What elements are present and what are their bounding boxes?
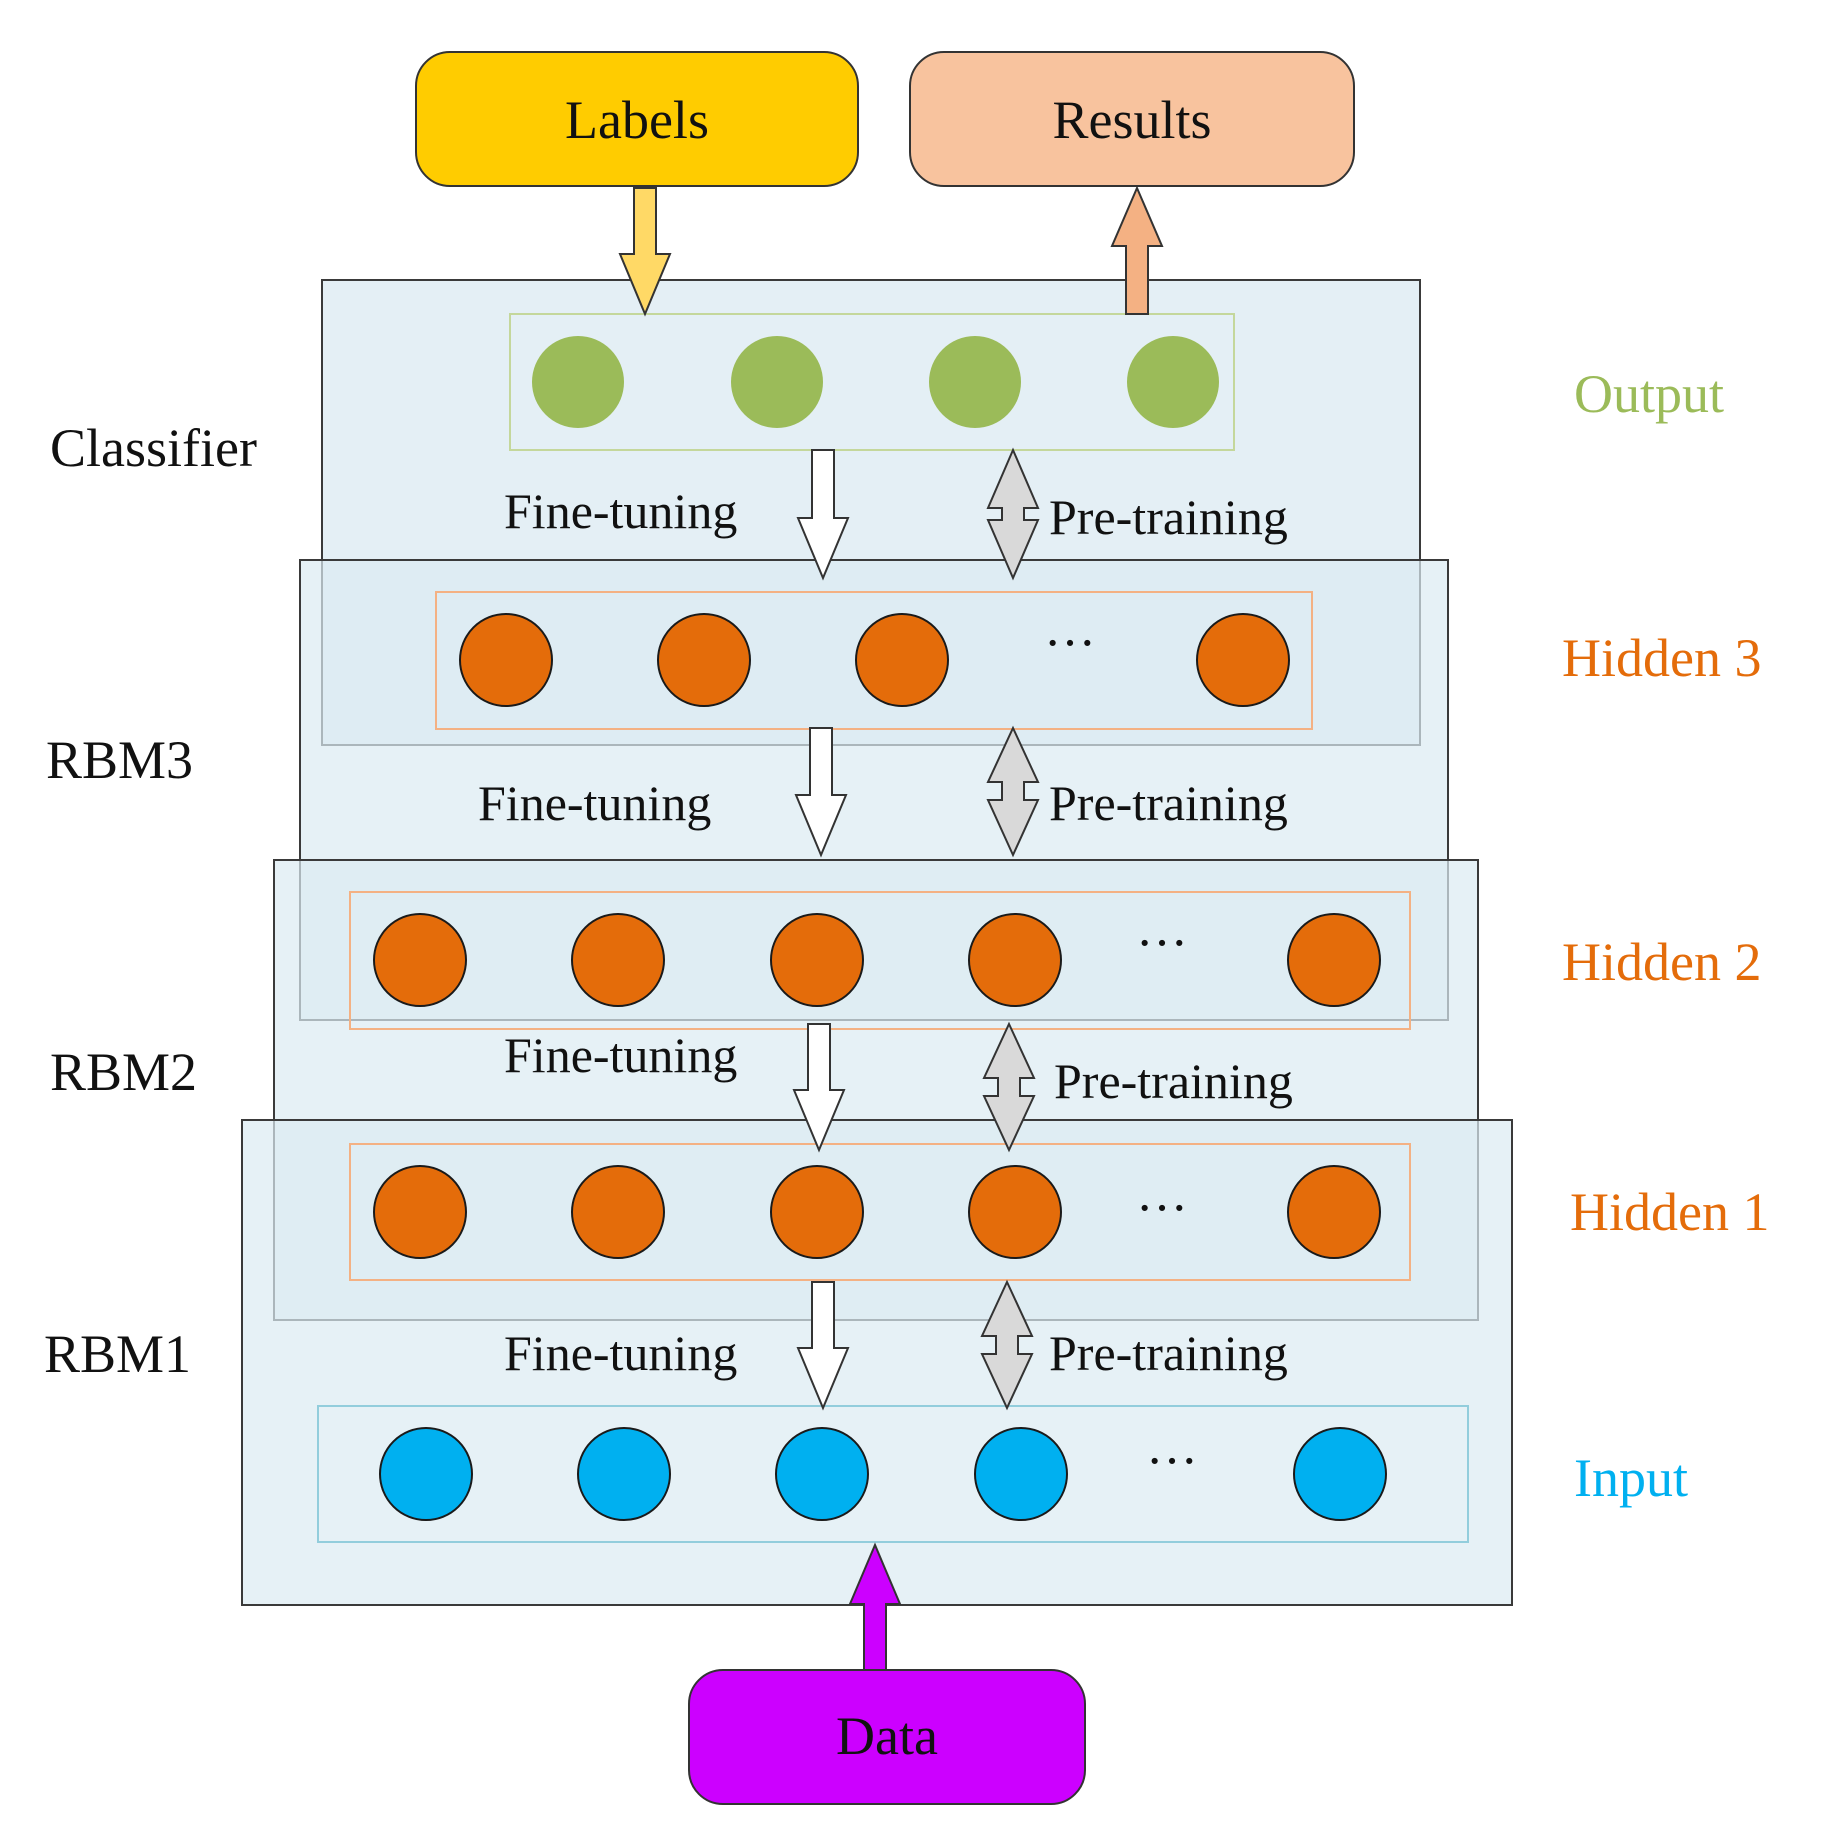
block-label-rbm3: RBM3 — [46, 730, 193, 790]
pretrain-arrows — [980, 447, 1040, 1411]
hidden2-ellipsis: ··· — [1136, 915, 1188, 972]
finetune-label: Fine-tuning — [504, 483, 737, 539]
hidden1-layer-frame — [349, 1143, 1411, 1281]
hidden1-node — [1287, 1165, 1381, 1259]
hidden2-node — [571, 913, 665, 1007]
finetune-label: Fine-tuning — [504, 1325, 737, 1381]
block-label-rbm2: RBM2 — [50, 1042, 197, 1102]
hidden3-node — [657, 613, 751, 707]
finetune-arrow-icon — [792, 1023, 846, 1153]
pretrain-label: Pre-training — [1054, 1053, 1293, 1109]
pretrain-label: Pre-training — [1049, 489, 1288, 545]
pretrain-arrow-icon — [986, 725, 1040, 858]
results-up-arrow-icon — [1110, 185, 1164, 315]
hidden1-nodes — [373, 1165, 1381, 1259]
input-layer-frame — [317, 1405, 1469, 1543]
input-node — [577, 1427, 671, 1521]
hidden1-node — [373, 1165, 467, 1259]
hidden3-node — [855, 613, 949, 707]
results-box-text: Results — [1052, 90, 1211, 150]
finetune-arrows — [792, 449, 850, 1411]
hidden3-layer-frame — [435, 591, 1313, 730]
output-node — [1127, 336, 1219, 428]
results-box — [909, 51, 1355, 187]
labels-box-text: Labels — [565, 90, 709, 150]
input-node — [1293, 1427, 1387, 1521]
hidden1-node — [968, 1165, 1062, 1259]
block-label-rbm1: RBM1 — [44, 1324, 191, 1384]
pretrain-arrow-icon — [986, 447, 1040, 581]
hidden3-node — [1196, 613, 1290, 707]
pretrain-arrow-icon — [980, 1279, 1034, 1411]
finetune-label: Fine-tuning — [504, 1027, 737, 1083]
output-node — [532, 336, 624, 428]
hidden2-node — [1287, 913, 1381, 1007]
data-box-text: Data — [836, 1706, 938, 1766]
pretrain-label: Pre-training — [1049, 1325, 1288, 1381]
input-node — [775, 1427, 869, 1521]
hidden2-node — [373, 913, 467, 1007]
pretrain-arrow-icon — [982, 1021, 1036, 1153]
labels-box — [415, 51, 859, 187]
finetune-arrow-icon — [794, 727, 848, 858]
input-node — [379, 1427, 473, 1521]
finetune-arrow-icon — [796, 449, 850, 581]
layer-label-hidden1: Hidden 1 — [1570, 1182, 1769, 1242]
hidden2-layer-frame — [349, 891, 1411, 1030]
input-ellipsis: ··· — [1146, 1433, 1198, 1490]
output-layer-frame — [509, 313, 1235, 451]
pretrain-label: Pre-training — [1049, 775, 1288, 831]
output-node — [929, 336, 1021, 428]
hidden3-ellipsis: ··· — [1044, 615, 1096, 672]
hidden1-node — [770, 1165, 864, 1259]
finetune-arrow-icon — [796, 1281, 850, 1411]
output-nodes — [532, 336, 1219, 428]
finetune-label: Fine-tuning — [478, 775, 711, 831]
data-box — [688, 1669, 1086, 1805]
hidden2-node — [770, 913, 864, 1007]
data-up-arrow-icon — [848, 1542, 902, 1673]
hidden2-nodes — [373, 913, 1381, 1007]
block-label-classifier: Classifier — [50, 418, 257, 478]
hidden2-node — [968, 913, 1062, 1007]
hidden1-ellipsis: ··· — [1136, 1180, 1188, 1237]
hidden3-node — [459, 613, 553, 707]
layer-label-output: Output — [1574, 364, 1724, 424]
input-node — [974, 1427, 1068, 1521]
hidden1-node — [571, 1165, 665, 1259]
output-node — [731, 336, 823, 428]
input-nodes — [379, 1427, 1387, 1521]
hidden3-nodes — [459, 613, 1290, 707]
labels-down-arrow-icon — [618, 187, 672, 317]
layer-label-input: Input — [1574, 1448, 1688, 1508]
layer-label-hidden2: Hidden 2 — [1562, 932, 1761, 992]
layer-label-hidden3: Hidden 3 — [1562, 628, 1761, 688]
